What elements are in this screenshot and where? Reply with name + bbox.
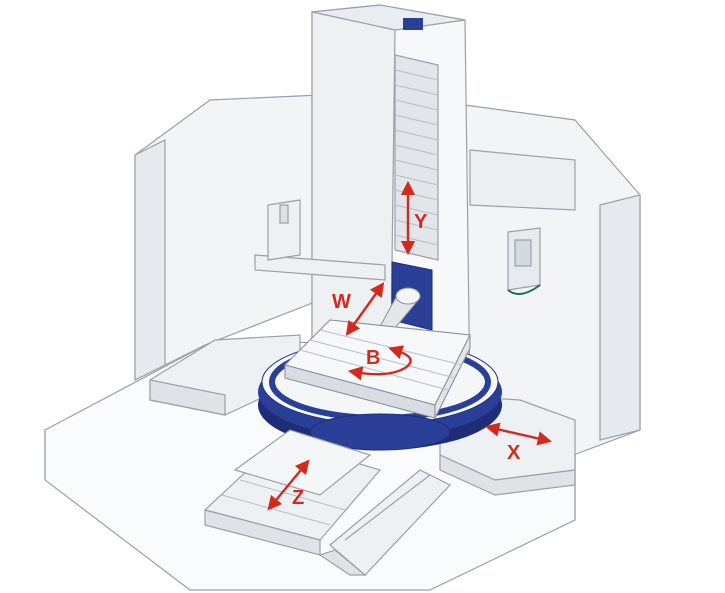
axis-arrows bbox=[267, 180, 553, 511]
w-axis-arrow bbox=[345, 282, 385, 336]
axis-labels: Y W B X Z bbox=[292, 211, 521, 509]
x-axis-arrow bbox=[484, 422, 553, 446]
enclosure-left bbox=[134, 94, 321, 381]
logo-badge bbox=[403, 18, 423, 30]
z-axis-arrow bbox=[267, 459, 310, 511]
bellows bbox=[318, 469, 451, 576]
guard-slats bbox=[394, 69, 439, 246]
w-axis-label: W bbox=[332, 291, 351, 313]
z-axis-label: Z bbox=[292, 487, 304, 509]
y-axis-label: Y bbox=[414, 211, 428, 233]
b-axis-label: B bbox=[366, 347, 380, 369]
control-pendant bbox=[507, 227, 541, 295]
x-axis-label: X bbox=[507, 442, 521, 464]
operator-arm bbox=[254, 199, 386, 281]
b-axis-arrow bbox=[347, 345, 412, 381]
